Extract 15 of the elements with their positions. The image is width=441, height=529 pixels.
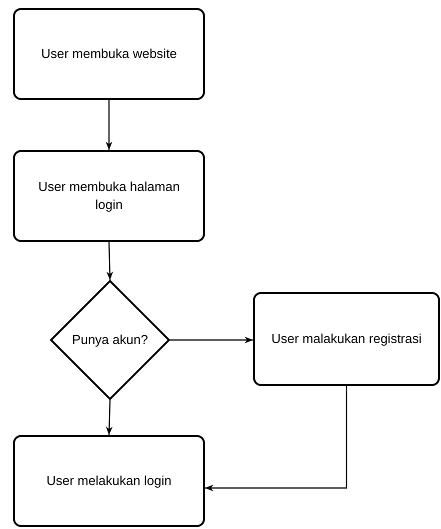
arrow <box>106 400 113 436</box>
decision-diamond <box>50 280 170 400</box>
step-label: User malakukan registrasi <box>271 330 422 348</box>
process-box <box>253 292 440 386</box>
step-label: User membuka website <box>41 45 177 63</box>
arrow <box>170 336 253 344</box>
process-box <box>13 150 205 242</box>
process-box <box>13 8 205 100</box>
step-label: User membuka halaman login <box>37 178 181 214</box>
process-box <box>13 435 205 527</box>
arrow <box>106 100 112 150</box>
step-label: User melakukan login <box>46 472 172 490</box>
arrow <box>106 242 114 280</box>
arrow <box>205 386 348 492</box>
step-label: Punya akun? <box>72 331 148 349</box>
